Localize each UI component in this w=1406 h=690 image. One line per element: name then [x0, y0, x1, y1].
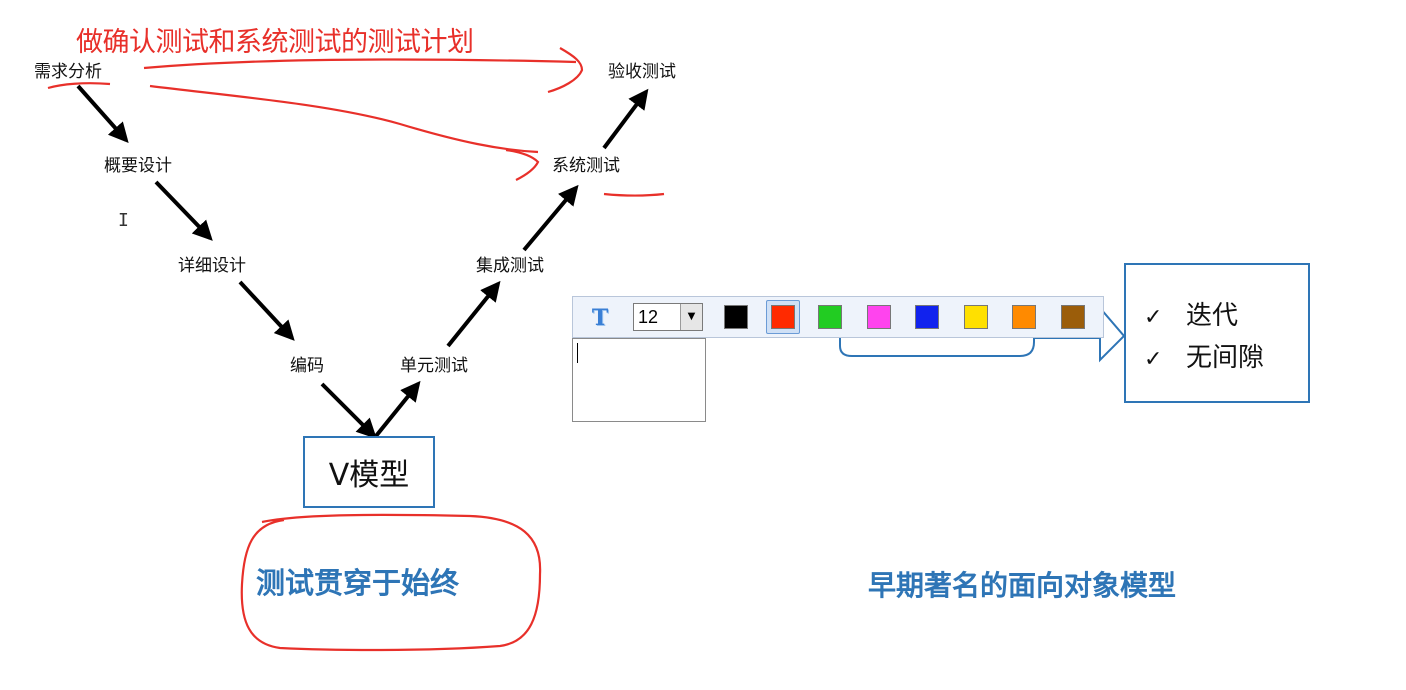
font-size-select[interactable]: 12 ▼	[633, 303, 703, 331]
color-swatch-red[interactable]	[771, 305, 795, 329]
v-model-caption: 测试贯穿于始终	[256, 566, 460, 600]
arrow-integration-to-system	[522, 184, 579, 252]
chevron-down-icon[interactable]: ▼	[680, 304, 702, 330]
color-swatch-green[interactable]	[818, 305, 842, 329]
node-outline-design: 概要设计	[104, 156, 172, 176]
ibeam-cursor-icon: I	[118, 210, 129, 231]
red-circle-caption	[240, 513, 542, 652]
checkmark-icon: ✓	[1144, 305, 1163, 330]
oo-callout-box: ✓迭代 ✓无间隙	[1124, 263, 1310, 403]
node-detailed-design: 详细设计	[178, 256, 246, 276]
oo-model-caption: 早期著名的面向对象模型	[868, 569, 1177, 602]
node-integration-test: 集成测试	[476, 256, 544, 276]
arrow-outline-to-detailed	[154, 180, 213, 241]
red-underline-system	[603, 192, 665, 197]
color-swatch-blue[interactable]	[915, 305, 939, 329]
node-unit-test: 单元测试	[400, 356, 468, 376]
red-arrow-to-system	[149, 84, 540, 181]
font-size-value: 12	[638, 307, 659, 327]
arrow-requirements-to-outline	[76, 84, 129, 143]
color-swatch-magenta[interactable]	[867, 305, 891, 329]
color-swatch-brown[interactable]	[1061, 305, 1085, 329]
arrow-coding-to-vmodel	[320, 382, 377, 439]
v-model-box: V模型	[303, 436, 435, 508]
checkmark-icon: ✓	[1144, 347, 1163, 372]
arrow-detailed-to-coding	[238, 280, 295, 341]
color-swatch-black[interactable]	[724, 305, 748, 329]
callout-item-iteration: ✓迭代	[1144, 301, 1239, 331]
v-model-label: V模型	[328, 458, 410, 493]
red-arrow-to-acceptance	[143, 47, 584, 94]
color-swatch-yellow[interactable]	[964, 305, 988, 329]
arrow-vmodel-to-unit	[374, 380, 421, 438]
red-underline-requirements	[47, 82, 111, 90]
callout-item-seamless: ✓无间隙	[1144, 343, 1265, 373]
annotation-text-input[interactable]	[572, 338, 706, 422]
annotation-test-plan-note: 做确认测试和系统测试的测试计划	[76, 27, 474, 58]
text-annotation-toolbar: T 12 ▼	[572, 296, 1104, 338]
callout-pointer	[839, 305, 1126, 363]
text-tool-icon[interactable]: T	[591, 305, 609, 331]
arrow-system-to-acceptance	[602, 88, 649, 150]
node-acceptance-test: 验收测试	[608, 62, 676, 82]
color-swatch-orange[interactable]	[1012, 305, 1036, 329]
node-system-test: 系统测试	[552, 156, 620, 176]
text-caret	[577, 343, 578, 363]
arrow-unit-to-integration	[446, 280, 501, 348]
node-requirements-analysis: 需求分析	[34, 62, 102, 82]
node-coding: 编码	[290, 356, 324, 376]
